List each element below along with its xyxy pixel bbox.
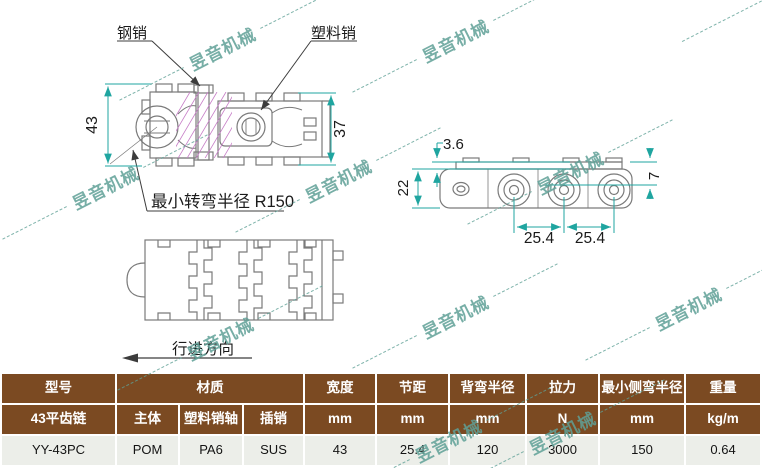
plastic-pin-label: 塑料销 xyxy=(311,25,356,42)
value-tension: 3000 xyxy=(527,436,599,465)
value-weight: 0.64 xyxy=(686,436,761,465)
value-pin-shaft: PA6 xyxy=(180,436,242,465)
value-insert-pin: SUS xyxy=(244,436,304,465)
table-data-row: YY-43PC POM PA6 SUS 43 25.4 120 3000 150… xyxy=(2,436,761,465)
dim-3-6-text: 3.6 xyxy=(443,136,464,153)
subheader-tension-unit: N xyxy=(527,405,599,434)
top-view-drawing xyxy=(109,83,331,167)
subheader-weight-unit: kg/m xyxy=(686,405,761,434)
subheader-width-unit: mm xyxy=(305,405,376,434)
subheader-model-name: 43平齿链 xyxy=(2,405,115,434)
header-pitch: 节距 xyxy=(377,374,449,403)
top-view-annotations xyxy=(117,40,357,212)
side-view-dimensions xyxy=(412,142,657,233)
header-side-bend: 最小侧弯半径 xyxy=(600,374,685,403)
dimension-37 xyxy=(298,92,336,166)
value-model: YY-43PC xyxy=(2,436,115,465)
subheader-insert-pin: 插销 xyxy=(244,405,304,434)
value-side-bend: 150 xyxy=(600,436,685,465)
table-header-row: 型号 材质 宽度 节距 背弯半径 拉力 最小侧弯半径 重量 xyxy=(2,374,761,403)
dim-43-text: 43 xyxy=(84,116,101,134)
spec-table: 型号 材质 宽度 节距 背弯半径 拉力 最小侧弯半径 重量 43平齿链 主体 塑… xyxy=(0,372,762,467)
hatch-pattern xyxy=(176,92,232,158)
value-body: POM xyxy=(117,436,178,465)
dim-37-text: 37 xyxy=(332,120,349,138)
value-back-bend: 120 xyxy=(450,436,526,465)
value-pitch: 25.4 xyxy=(377,436,449,465)
travel-direction-arrow xyxy=(122,353,252,363)
subheader-side-bend-unit: mm xyxy=(600,405,685,434)
subheader-pin-shaft: 塑料销轴 xyxy=(180,405,242,434)
subheader-pitch-unit: mm xyxy=(377,405,449,434)
header-tension: 拉力 xyxy=(527,374,599,403)
dim-7-text: 7 xyxy=(646,172,663,180)
dimension-43 xyxy=(104,83,152,167)
dim-pitch-right-text: 25.4 xyxy=(575,230,606,247)
header-back-bend: 背弯半径 xyxy=(450,374,526,403)
bottom-view-drawing xyxy=(126,239,344,321)
table-subheader-row: 43平齿链 主体 塑料销轴 插销 mm mm mm N mm kg/m xyxy=(2,405,761,434)
value-width: 43 xyxy=(305,436,376,465)
header-width: 宽度 xyxy=(305,374,376,403)
min-turn-radius-label: 最小转弯半径 R150 xyxy=(151,192,294,211)
technical-drawing: 钢销 塑料销 最小转弯半径 R150 43 37 xyxy=(84,25,663,363)
header-model: 型号 xyxy=(2,374,115,403)
dim-pitch-left-text: 25.4 xyxy=(524,230,555,247)
side-view-drawing xyxy=(439,157,633,209)
header-weight: 重量 xyxy=(686,374,761,403)
subheader-body: 主体 xyxy=(117,405,178,434)
steel-pin-label: 钢销 xyxy=(117,25,147,42)
header-material: 材质 xyxy=(117,374,304,403)
dim-22-text: 22 xyxy=(395,180,412,197)
subheader-back-bend-unit: mm xyxy=(450,405,526,434)
travel-direction-label: 行进方向 xyxy=(172,340,234,358)
